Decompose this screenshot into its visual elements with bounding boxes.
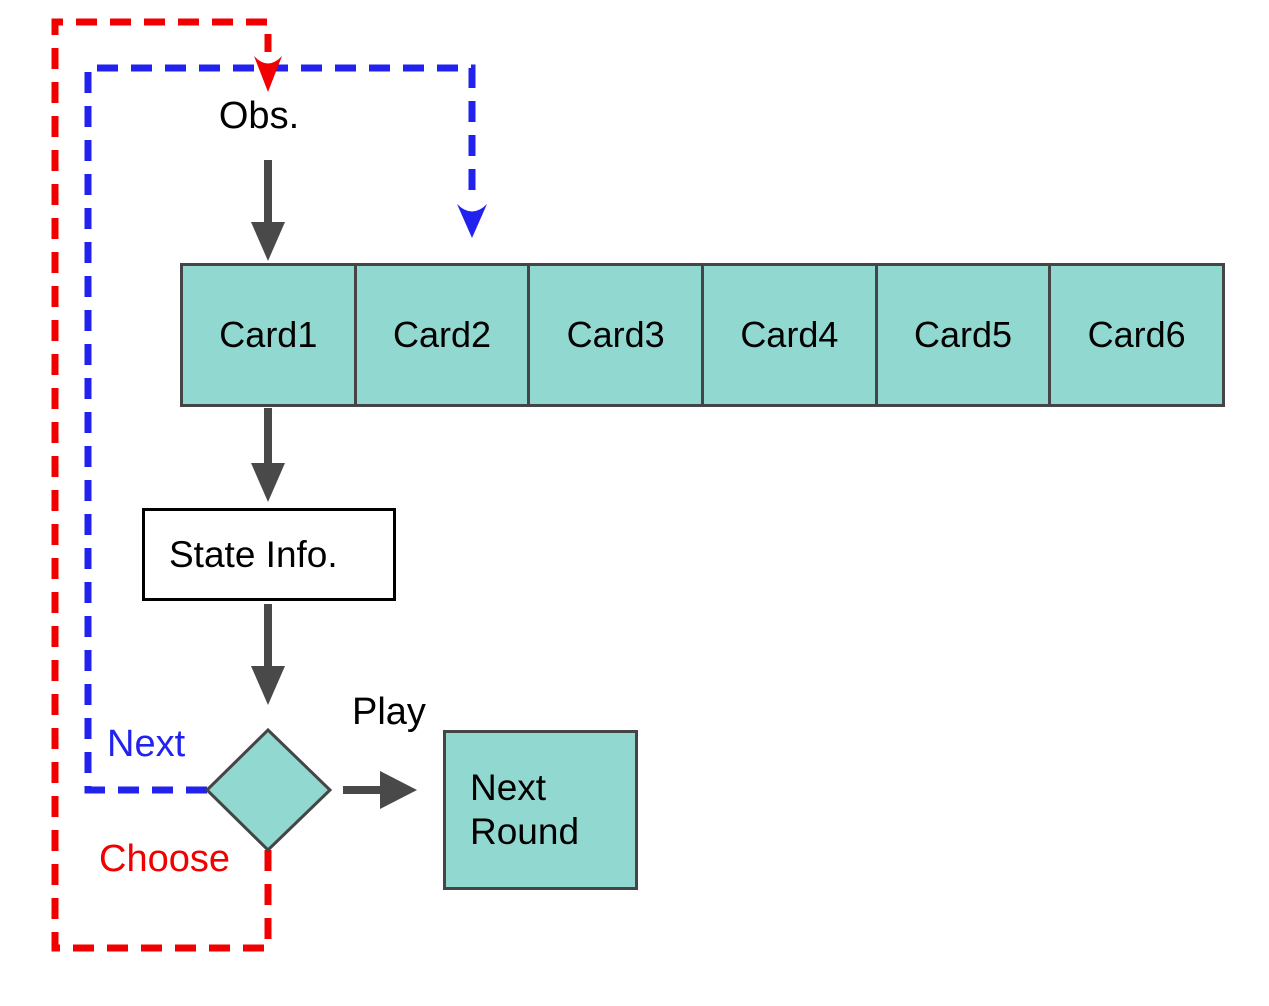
choose-edge-label: Choose — [99, 838, 230, 880]
card-2-node: Card2 — [353, 263, 531, 407]
choose-loop-arrowhead-icon — [254, 56, 282, 92]
obs-label: Obs. — [218, 95, 300, 137]
next-loop-arrowhead-icon — [457, 204, 487, 238]
card-1-node: Card1 — [180, 263, 357, 407]
obs-to-card1-arrowhead-icon — [251, 222, 285, 261]
decision-diamond-node — [204, 727, 333, 853]
next-round-node: Next Round — [443, 730, 638, 890]
play-edge-label: Play — [352, 691, 426, 733]
state-info-node: State Info. — [142, 508, 396, 601]
card-6-node: Card6 — [1048, 263, 1226, 407]
decision-to-nextround-arrowhead-icon — [380, 771, 417, 809]
card-row: Card1 Card2 Card3 Card4 Card5 Card6 — [180, 263, 1226, 407]
next-loop-dashed-path — [84, 64, 476, 794]
card-3-node: Card3 — [527, 263, 705, 407]
choose-loop-dashed-path — [51, 18, 272, 952]
card-4-node: Card4 — [701, 263, 878, 407]
card1-to-stateinfo-arrowhead-icon — [251, 463, 285, 502]
stateinfo-to-decision-arrowhead-icon — [251, 666, 285, 705]
card-5-node: Card5 — [874, 263, 1052, 407]
next-edge-label: Next — [107, 723, 186, 765]
